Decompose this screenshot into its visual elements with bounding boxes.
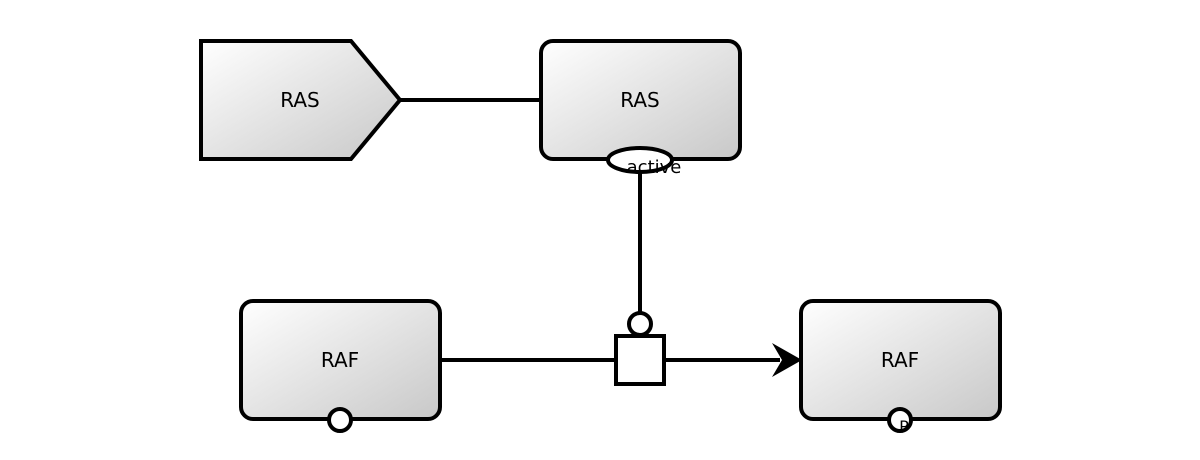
node-label: RAS [280,88,319,112]
node-label: RAS [620,88,659,112]
catalysis-circle-icon [627,311,653,337]
state-variable [887,407,913,433]
node-raf-phospho[interactable]: RAF P [799,299,1002,436]
process-node[interactable] [614,334,666,386]
node-label: RAF [881,348,919,372]
node-raf-inactive[interactable]: RAF [239,299,442,433]
arrowhead-icon [772,343,802,377]
state-variable [606,146,674,174]
state-variable-label: P [899,417,909,436]
node-ras-active[interactable]: RAS active [539,39,742,178]
node-label: RAF [321,348,359,372]
node-ras-source[interactable]: RAS [199,39,403,161]
state-variable [327,407,353,433]
state-variable-label: active [627,157,682,178]
